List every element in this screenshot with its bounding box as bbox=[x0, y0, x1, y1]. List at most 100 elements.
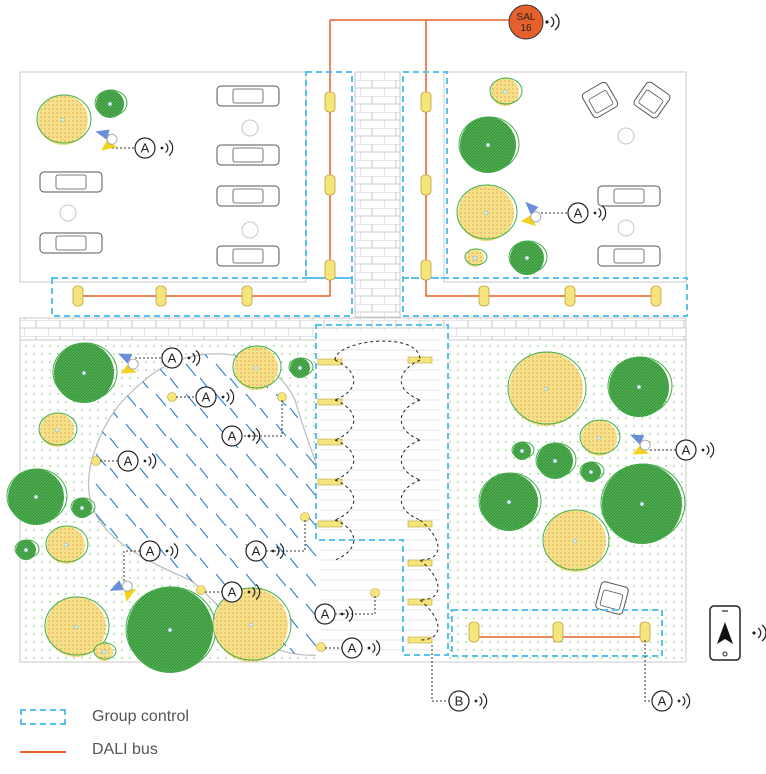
car-icon bbox=[216, 245, 280, 267]
tree-icon bbox=[70, 497, 96, 518]
legend-dali-bus-label: DALI bus bbox=[92, 741, 158, 758]
wireless-node[interactable]: A bbox=[314, 603, 354, 625]
sensor-icon bbox=[118, 353, 139, 374]
bollard-icon bbox=[155, 285, 167, 307]
sensor-icon bbox=[109, 580, 137, 602]
node-label: A bbox=[141, 141, 150, 156]
legend-dali-bus: DALI bus bbox=[20, 741, 158, 758]
wireless-node[interactable]: A bbox=[221, 425, 261, 447]
node-circle[interactable] bbox=[117, 450, 139, 472]
wireless-node[interactable]: A bbox=[139, 540, 179, 562]
bollard-icon bbox=[552, 621, 564, 643]
wireless-node[interactable]: A bbox=[567, 202, 607, 224]
step-light-icon bbox=[317, 478, 343, 486]
node-circle[interactable] bbox=[314, 603, 336, 625]
smartphone[interactable] bbox=[709, 605, 766, 661]
step-light-icon bbox=[407, 598, 433, 606]
controller[interactable]: SAL 16 bbox=[508, 4, 560, 40]
tree-icon bbox=[52, 342, 118, 403]
wireless-node[interactable]: A bbox=[134, 137, 174, 159]
leader-line bbox=[242, 400, 283, 437]
controller-disc[interactable] bbox=[508, 4, 544, 40]
bollard-icon bbox=[420, 259, 432, 281]
node-circle[interactable] bbox=[567, 202, 589, 224]
bollard-icon bbox=[639, 621, 651, 643]
wireless-icon bbox=[165, 543, 179, 559]
tree-icon bbox=[93, 642, 117, 661]
group-zone-boardwalk bbox=[315, 324, 449, 656]
tree-icon bbox=[456, 184, 518, 241]
tree-icon bbox=[232, 345, 282, 390]
node-circle[interactable] bbox=[245, 540, 267, 562]
node-label: B bbox=[455, 694, 464, 709]
sensor-icon bbox=[95, 129, 118, 151]
tree-icon bbox=[579, 461, 605, 482]
chair-icon bbox=[581, 81, 619, 119]
bollard-icon bbox=[564, 285, 576, 307]
node-circle[interactable] bbox=[675, 439, 697, 461]
node-label: A bbox=[348, 641, 357, 656]
node-circle[interactable] bbox=[221, 425, 243, 447]
planter-icon bbox=[241, 119, 259, 137]
wireless-node[interactable]: B bbox=[448, 690, 488, 712]
tree-icon bbox=[44, 596, 110, 657]
car-icon bbox=[39, 171, 103, 193]
tree-icon bbox=[511, 441, 535, 460]
node-circle[interactable] bbox=[195, 386, 217, 408]
bollard-icon bbox=[241, 285, 253, 307]
node-circle[interactable] bbox=[448, 690, 470, 712]
node-label: A bbox=[202, 390, 211, 405]
bollard-icon bbox=[468, 621, 480, 643]
wireless-icon bbox=[271, 543, 285, 559]
node-label: A bbox=[682, 443, 691, 458]
tree-icon bbox=[6, 468, 68, 525]
node-label: A bbox=[658, 694, 667, 709]
wireless-node[interactable]: A bbox=[161, 347, 201, 369]
step-light-icon bbox=[407, 520, 433, 528]
node-circle[interactable] bbox=[134, 137, 156, 159]
wireless-icon bbox=[143, 453, 157, 469]
tree-icon bbox=[508, 240, 548, 275]
node-circle[interactable] bbox=[139, 540, 161, 562]
wireless-node[interactable]: A bbox=[651, 690, 691, 712]
tree-icon bbox=[38, 412, 78, 447]
leader-line bbox=[644, 640, 652, 702]
wireless-node[interactable]: A bbox=[195, 386, 235, 408]
node-circle[interactable] bbox=[341, 637, 363, 659]
legend-group-control-label: Group control bbox=[92, 708, 189, 725]
tree-icon bbox=[14, 539, 40, 560]
tree-icon bbox=[607, 356, 673, 417]
bollard-icon bbox=[420, 91, 432, 113]
wireless-icon bbox=[340, 606, 354, 622]
step-light-icon bbox=[317, 398, 343, 406]
wireless-node[interactable]: A bbox=[221, 581, 261, 603]
tree-icon bbox=[507, 351, 587, 426]
node-circle[interactable] bbox=[651, 690, 673, 712]
tree-icon bbox=[94, 89, 128, 118]
legend-group-control: Group control bbox=[20, 708, 189, 725]
node-circle[interactable] bbox=[161, 347, 183, 369]
wireless-icon bbox=[221, 389, 235, 405]
node-circle[interactable] bbox=[221, 581, 243, 603]
wireless-icon bbox=[247, 428, 261, 444]
tree-icon bbox=[600, 463, 686, 544]
tree-icon bbox=[478, 472, 542, 531]
wireless-node[interactable]: A bbox=[245, 540, 285, 562]
group-control-swatch bbox=[20, 709, 66, 725]
tree-icon bbox=[212, 587, 292, 662]
cars-layer bbox=[39, 81, 671, 615]
chair-icon bbox=[633, 81, 671, 119]
wireless-icon bbox=[752, 624, 766, 642]
wireless-node[interactable]: A bbox=[117, 450, 157, 472]
spot-light-icon bbox=[91, 456, 101, 466]
step-light-icon bbox=[407, 636, 433, 644]
boardwalk bbox=[316, 330, 448, 660]
spot-light-icon bbox=[316, 642, 326, 652]
wireless-node[interactable]: A bbox=[341, 637, 381, 659]
controller-label-bottom: 16 bbox=[520, 23, 532, 34]
planter-icon bbox=[59, 204, 77, 222]
node-label: A bbox=[146, 544, 155, 559]
wireless-node[interactable]: A bbox=[675, 439, 715, 461]
bollard-icon bbox=[650, 285, 662, 307]
